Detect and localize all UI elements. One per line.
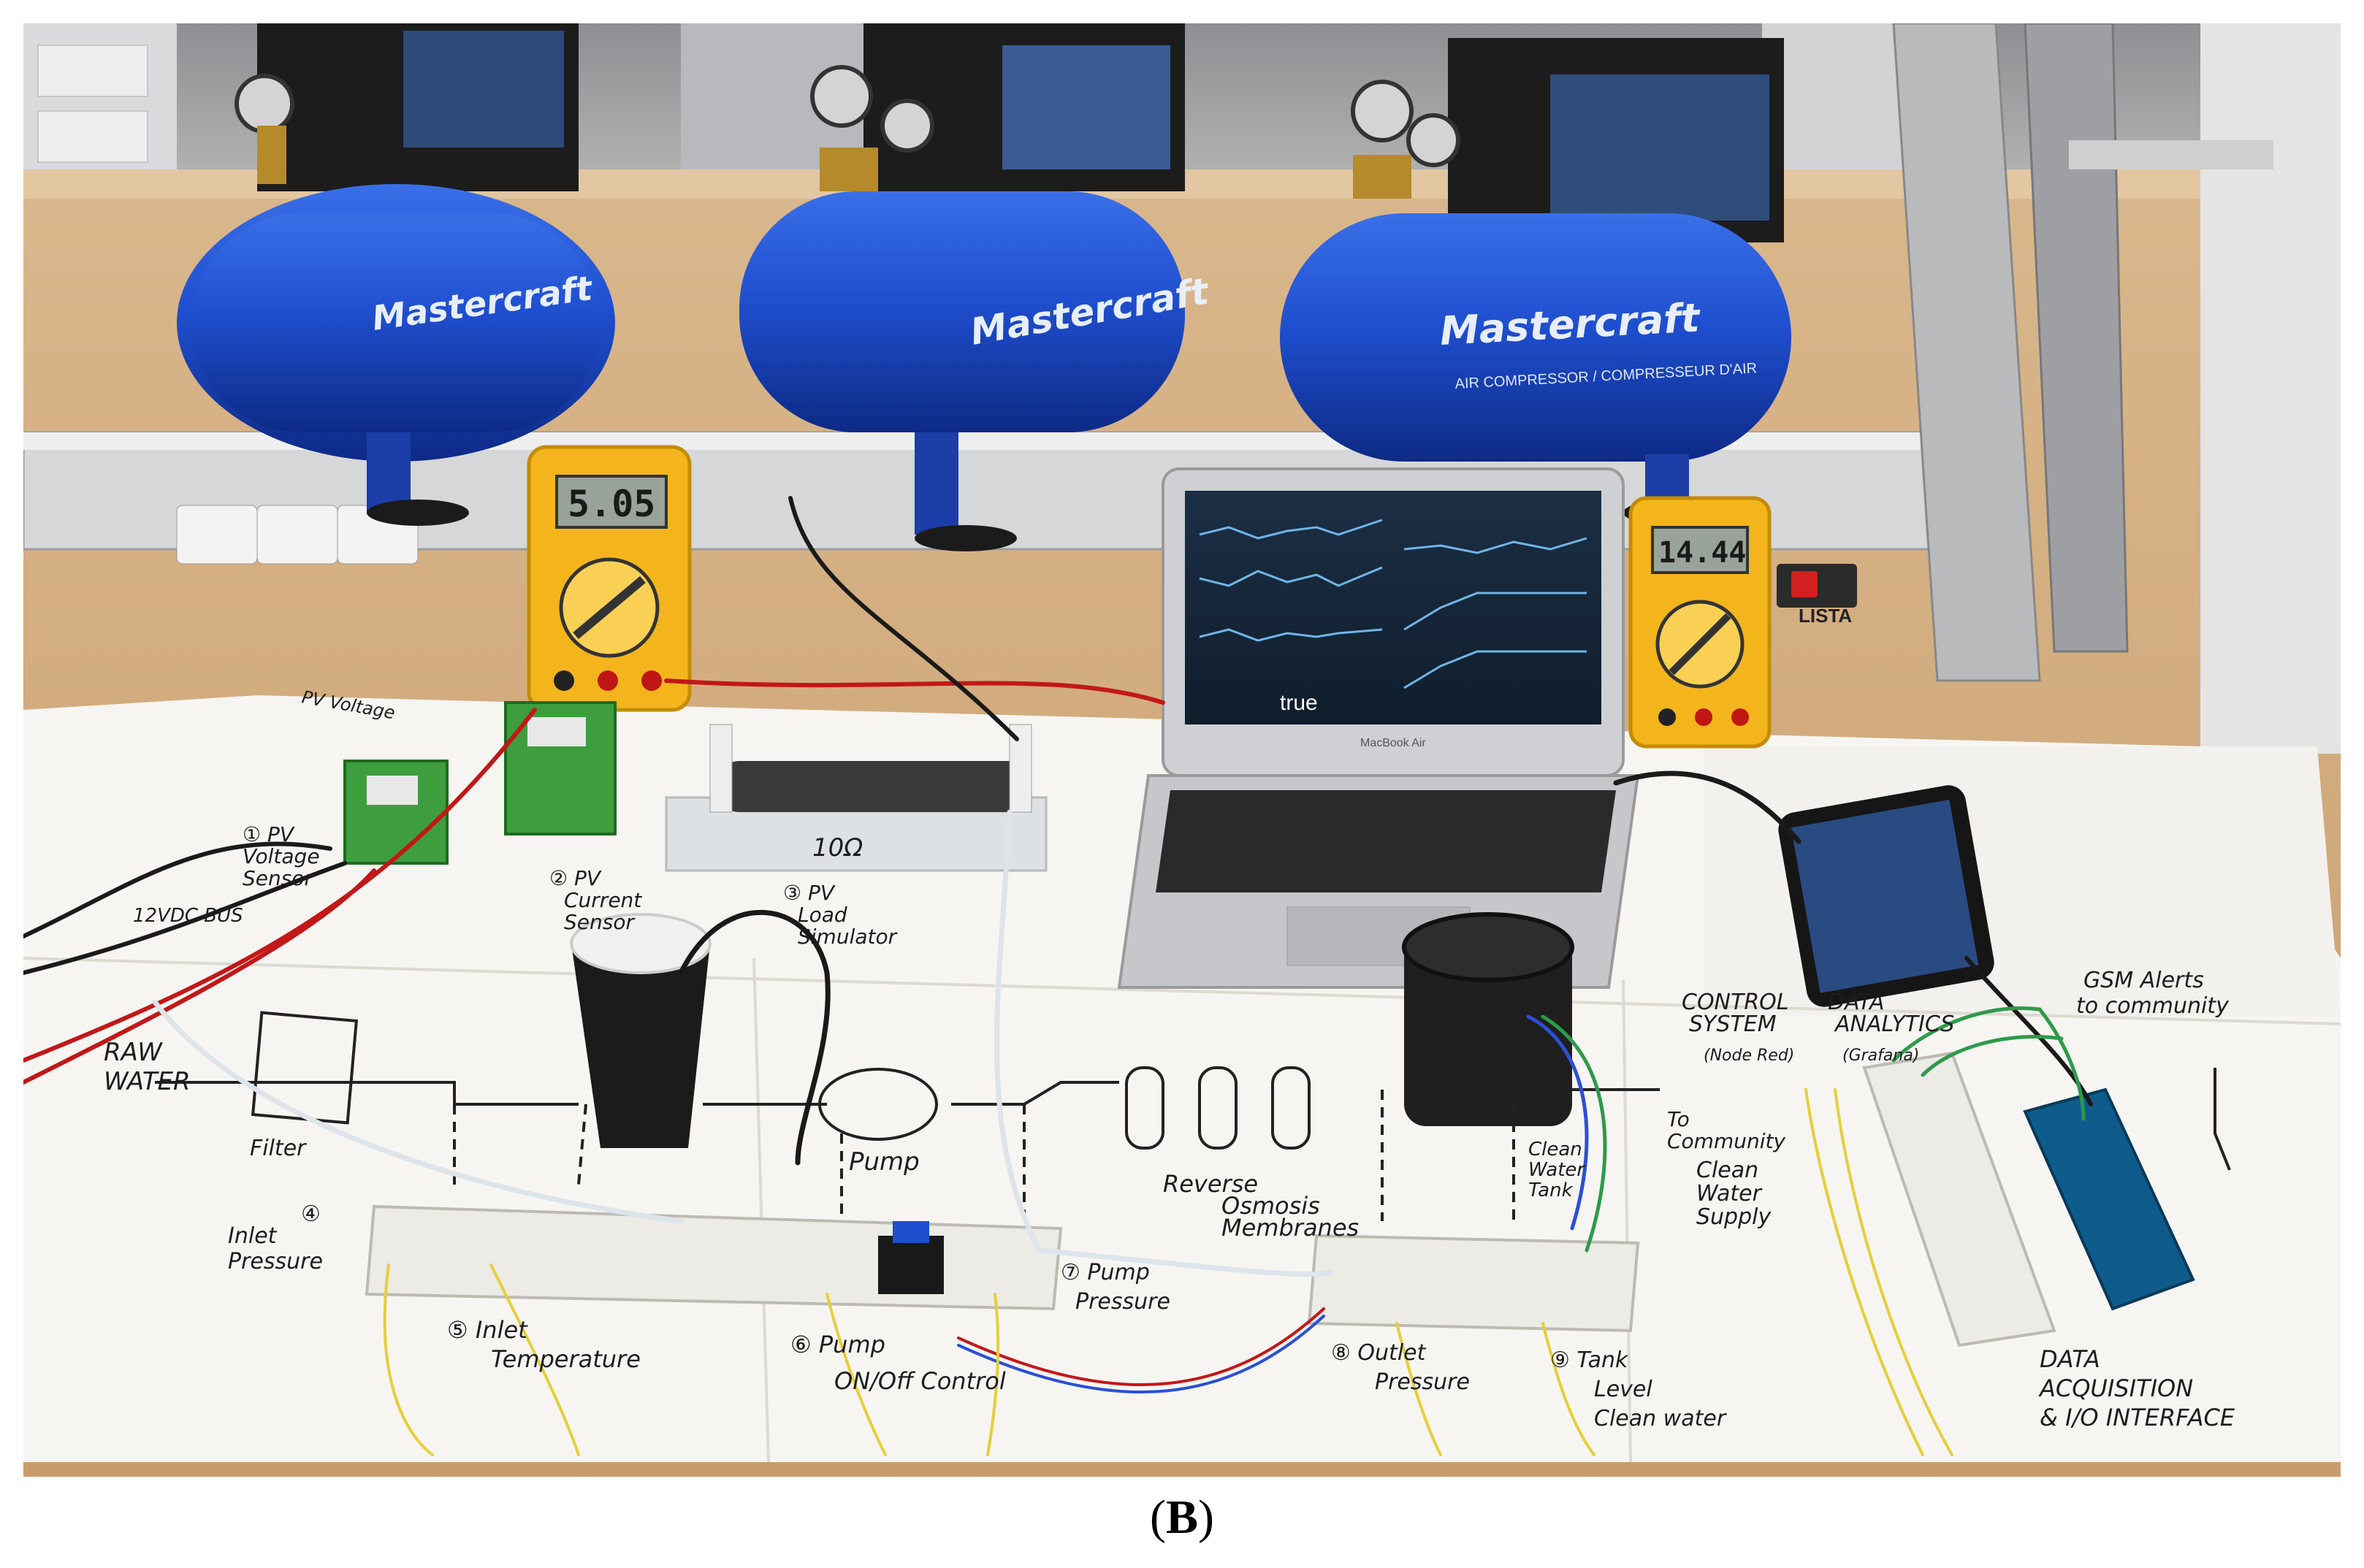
label-s6-2: ON/Off Control <box>834 1367 1006 1395</box>
label-pump: Pump <box>849 1147 920 1177</box>
pv-current-sensor <box>504 701 617 835</box>
label-analytics-2: ANALYTICS <box>1834 1011 1954 1037</box>
schematic-lines <box>155 1011 2231 1171</box>
inlet-water-cup <box>570 913 712 1148</box>
label-control-3: (Node Red) <box>1704 1047 1794 1065</box>
breadboard-right <box>1862 1051 2056 1347</box>
sensor-arrows <box>453 1090 1515 1221</box>
label-to-community-1: To <box>1667 1107 1690 1131</box>
air-compressor-left: Mastercraft <box>177 23 615 526</box>
label-s4-2: Inlet <box>228 1223 278 1249</box>
breadboard-middle <box>1307 1234 1640 1333</box>
label-s8-1: ⑧ Outlet <box>1331 1340 1427 1366</box>
label-ro-3: Membranes <box>1221 1214 1359 1242</box>
clean-water-tank <box>1402 912 1574 1126</box>
label-daq-2: ACQUISITION <box>2038 1374 2193 1402</box>
label-control-1: CONTROL <box>1682 990 1789 1015</box>
label-ro-2: Osmosis <box>1221 1192 1320 1220</box>
label-s9-3: Clean water <box>1594 1406 1727 1431</box>
label-s5-1: ⑤ Inlet <box>447 1316 528 1344</box>
label-filter: Filter <box>250 1136 307 1161</box>
arduino-board <box>2023 1087 2195 1311</box>
label-s9-1: ⑨ Tank <box>1550 1347 1629 1373</box>
label-daq-3: & I/O INTERFACE <box>2040 1404 2235 1431</box>
label-s6-1: ⑥ Pump <box>790 1331 885 1358</box>
multimeter-right: 14.44 <box>1628 496 1772 749</box>
label-pv-voltage-1: ① PV <box>243 822 295 846</box>
label-gsm-2: to community <box>2076 993 2230 1019</box>
metal-frame <box>1892 23 2341 754</box>
figure-panel-letter: B <box>1165 1491 1199 1544</box>
label-dc-bus: 12VDC BUS <box>133 905 243 927</box>
multimeter-left: 5.05 <box>527 445 692 712</box>
lab-setup-photo: LISTA Mastercraft Mastercraft <box>23 23 2341 1477</box>
label-to-community-2: Community <box>1667 1129 1785 1153</box>
label-pv-voltage-2: Voltage <box>243 844 320 868</box>
laptop-model: MacBook Air <box>1360 737 1426 749</box>
dashboard-tag: true <box>1280 691 1318 715</box>
label-pv-load-1: ③ PV <box>783 881 836 905</box>
label-s7-1: ⑦ Pump <box>1061 1260 1150 1285</box>
laptop: true MacBook Air <box>1117 467 1640 989</box>
relay-module <box>878 1221 944 1294</box>
label-analytics-3: (Grafana) <box>1842 1047 1919 1065</box>
label-s4-1: ④ <box>301 1201 321 1227</box>
schematic-labels: PV Voltage ① PV Voltage Sensor ② PV Curr… <box>104 687 2235 1431</box>
label-analytics-1: DATA <box>1828 990 1885 1015</box>
label-s9-2: Level <box>1594 1377 1652 1402</box>
label-s7-2: Pressure <box>1075 1289 1170 1315</box>
multimeter-right-reading: 14.44 <box>1658 536 1746 570</box>
label-pv-voltage-3: Sensor <box>243 866 313 890</box>
multimeter-left-reading: 5.05 <box>568 483 655 525</box>
label-clean-tank-2: Water <box>1528 1159 1586 1181</box>
label-control-2: SYSTEM <box>1689 1011 1777 1037</box>
label-pv-current-2: Current <box>564 888 642 912</box>
label-clean-tank-3: Tank <box>1528 1179 1574 1201</box>
label-daq-1: DATA <box>2040 1345 2100 1373</box>
figure-caption: (B) <box>1150 1491 1214 1544</box>
label-pv-load-3: Simulator <box>798 925 898 949</box>
label-pv-current-1: ② PV <box>549 866 602 890</box>
air-compressor-middle: Mastercraft <box>739 23 1213 551</box>
smartphone <box>1778 785 1994 1007</box>
label-gsm-1: GSM Alerts <box>2083 968 2204 993</box>
cables <box>23 496 2093 1456</box>
label-pv-current-3: Sensor <box>564 910 635 934</box>
lista-label: LISTA <box>1799 605 1852 627</box>
dashboard-graphs <box>1199 519 1587 689</box>
label-clean-supply-3: Supply <box>1696 1204 1772 1230</box>
label-raw-water-1: RAW <box>104 1038 163 1067</box>
label-raw-water-2: WATER <box>104 1067 191 1096</box>
resistor-label: 10Ω <box>812 833 863 863</box>
label-clean-supply-2: Water <box>1696 1181 1763 1206</box>
label-pv-load-2: Load <box>798 903 847 927</box>
label-s5-2: Temperature <box>491 1345 641 1373</box>
pv-voltage-sensor <box>343 760 449 865</box>
load-resistor: 10Ω <box>665 724 1048 872</box>
label-s4-3: Pressure <box>228 1249 323 1274</box>
label-s8-2: Pressure <box>1375 1369 1470 1395</box>
label-clean-tank-1: Clean <box>1528 1139 1582 1160</box>
label-ro-1: Reverse <box>1163 1170 1258 1198</box>
label-clean-supply-1: Clean <box>1696 1158 1758 1183</box>
